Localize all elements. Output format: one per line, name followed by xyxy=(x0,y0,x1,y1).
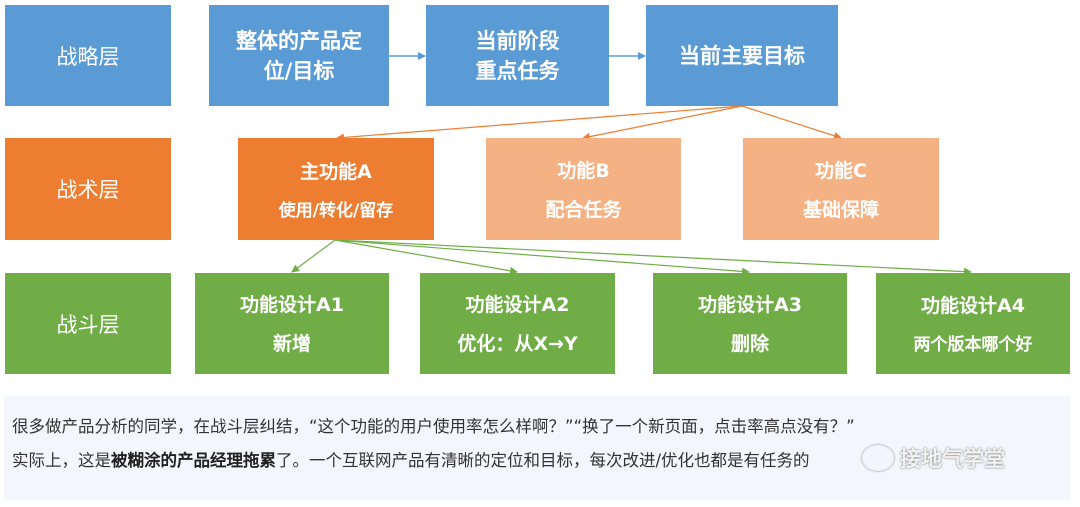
arrow-feature-a-to-a4 xyxy=(334,239,972,276)
box-feature-b: 功能B 配合任务 xyxy=(486,138,681,240)
note-line2-before: 实际上，这是 xyxy=(12,451,111,470)
combat-layer-label: 战斗层 xyxy=(5,273,171,374)
tactics-layer-text: 战术层 xyxy=(56,178,120,202)
note-line2-bold: 被糊涂的产品经理拖累 xyxy=(111,451,276,470)
box-feature-c: 功能C 基础保障 xyxy=(743,138,939,240)
design-a4-subtitle: 两个版本哪个好 xyxy=(913,335,1033,355)
design-a1-title: 功能设计A1 xyxy=(240,294,344,316)
box-design-a3: 功能设计A3 删除 xyxy=(653,273,847,374)
feature-b-title: 功能B xyxy=(557,159,610,182)
arrow-feature-a-to-a3 xyxy=(334,239,750,276)
arrow-feature-a-to-a1 xyxy=(291,239,336,273)
stage-priority-line2: 重点任务 xyxy=(475,58,560,83)
arrow-feature-a-to-a2 xyxy=(334,239,518,275)
arrow-goal-to-feature-a xyxy=(336,105,743,142)
box-design-a2: 功能设计A2 优化：从X→Y xyxy=(420,273,615,374)
design-a1-subtitle: 新增 xyxy=(272,333,311,355)
design-a3-title: 功能设计A3 xyxy=(698,294,802,316)
explanation-note: 很多做产品分析的同学，在战斗层纠结，“这个功能的用户使用率怎么样啊？”“换了一个… xyxy=(4,396,1070,500)
feature-b-subtitle: 配合任务 xyxy=(545,198,622,221)
overall-positioning-line2: 位/目标 xyxy=(263,58,335,83)
strategy-layer-label: 战略层 xyxy=(5,5,171,106)
main-goal-text: 当前主要目标 xyxy=(679,43,805,68)
stage-priority-line1: 当前阶段 xyxy=(475,28,560,53)
design-a2-title: 功能设计A2 xyxy=(465,294,570,316)
feature-c-subtitle: 基础保障 xyxy=(802,198,879,221)
combat-layer-text: 战斗层 xyxy=(56,312,120,337)
note-line2: 实际上，这是被糊涂的产品经理拖累了。一个互联网产品有清晰的定位和目标，每次改进/… xyxy=(12,444,1062,478)
feature-a-subtitle: 使用/转化/留存 xyxy=(278,200,394,221)
arrow-goal-to-feature-c xyxy=(741,105,842,140)
design-a2-subtitle: 优化：从X→Y xyxy=(457,333,578,355)
box-overall-positioning: 整体的产品定 位/目标 xyxy=(209,5,389,106)
wechat-icon xyxy=(862,445,894,471)
design-a4-title: 功能设计A4 xyxy=(921,295,1025,317)
note-line2-after: 了。一个互联网产品有清晰的定位和目标，每次改进/优化也都是有任务的 xyxy=(276,451,810,470)
strategy-layer-text: 战略层 xyxy=(56,44,120,69)
overall-positioning-line1: 整体的产品定 xyxy=(236,28,362,53)
box-stage-priority: 当前阶段 重点任务 xyxy=(426,5,609,106)
note-line1: 很多做产品分析的同学，在战斗层纠结，“这个功能的用户使用率怎么样啊？”“换了一个… xyxy=(12,417,855,436)
box-design-a1: 功能设计A1 新增 xyxy=(195,273,389,374)
feature-c-title: 功能C xyxy=(815,159,867,182)
design-a3-subtitle: 删除 xyxy=(730,333,769,355)
box-main-goal: 当前主要目标 xyxy=(646,5,838,106)
box-design-a4: 功能设计A4 两个版本哪个好 xyxy=(876,273,1070,374)
watermark-text: 接地气学堂 xyxy=(900,447,1005,471)
arrow-goal-to-feature-b xyxy=(582,105,743,141)
tactics-layer-label: 战术层 xyxy=(5,138,171,240)
watermark: 接地气学堂 xyxy=(862,440,1005,476)
box-feature-a: 主功能A 使用/转化/留存 xyxy=(238,138,434,240)
feature-a-title: 主功能A xyxy=(300,160,372,183)
